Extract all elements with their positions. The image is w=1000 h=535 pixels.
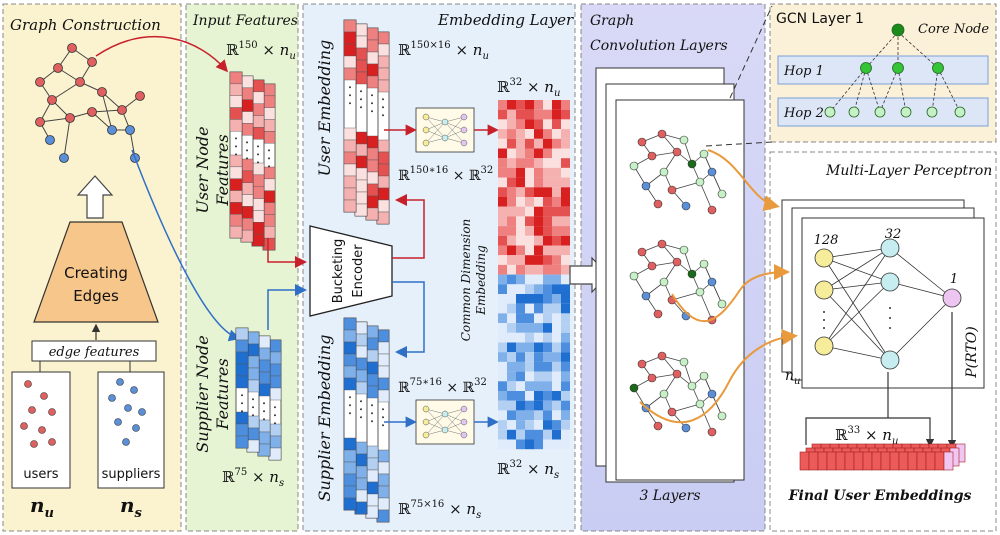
svg-text:Features: Features (213, 134, 232, 206)
user-embedding-dim: ℝ150×16 × nu (398, 40, 489, 62)
user-embedding-label: User Embedding (315, 40, 334, 177)
title-graph-convolution-2: Convolution Layers (590, 38, 728, 54)
hop2-label: Hop 2 (783, 106, 824, 121)
encoder-to-user-emb-arrow (392, 194, 425, 259)
user-projection-net (415, 107, 475, 153)
supplier-to-encoder-arrow (267, 284, 307, 330)
title-graph-construction: Graph Construction (10, 16, 161, 34)
final-dim: ℝ33 × nu (835, 425, 898, 447)
encoder-to-supplier-emb-arrow (392, 281, 425, 358)
edge-features-box (31, 340, 157, 362)
orange-arrow-2 (671, 264, 790, 323)
user-to-encoder-arrow (267, 238, 307, 268)
supplier-projection-dim: ℝ75∗16 × ℝ32 (398, 377, 487, 396)
final-user-embeddings (799, 443, 966, 471)
up-arrow-icon (76, 175, 114, 219)
user-feature-stack (229, 71, 276, 251)
gcn-layers-label: 3 Layers (639, 488, 700, 504)
supplier-feature-stack (235, 327, 282, 461)
hop1-label: Hop 1 (783, 64, 824, 79)
mlp-128: 128 (814, 233, 839, 248)
mlp-network (814, 238, 962, 370)
red-curve-arrow (95, 35, 228, 73)
suppliers-label: suppliers (102, 467, 161, 482)
user-projection-dim: ℝ150∗16 × ℝ32 (398, 165, 493, 184)
title-mlp: Multi-Layer Perceptron (825, 163, 992, 179)
common-u-dim: ℝ32 × nu (497, 77, 560, 99)
title-gcn-layer: GCN Layer 1 (776, 11, 864, 27)
mlp-1: 1 (950, 272, 958, 287)
title-graph-convolution-1: Graph (590, 13, 634, 29)
bucketing-encoder-label: Bucketing Encoder (331, 239, 366, 304)
core-node-label: Core Node (918, 22, 989, 37)
n-u-label: nu (30, 493, 54, 521)
svg-text:Bucketing: Bucketing (331, 239, 346, 304)
common-embedding-heatmap (498, 100, 570, 450)
user-embedding-stack (343, 19, 390, 225)
edge-features-label: edge features (49, 345, 140, 360)
svg-text:Common Dimension: Common Dimension (459, 219, 473, 342)
mlp-n-u: nu (785, 368, 800, 387)
hop1-band (777, 55, 989, 85)
mlp-output-label: P(RTO) (964, 326, 980, 378)
orange-arrow-1 (707, 149, 780, 212)
svg-text:Features: Features (213, 358, 232, 430)
constructed-graph-nodes (35, 43, 145, 163)
hop-tree (829, 31, 961, 113)
svg-text:Embedding: Embedding (474, 245, 488, 316)
supplier-embedding-dim: ℝ75×16 × ns (398, 499, 481, 521)
bucketing-encoder-block (309, 225, 393, 317)
blue-curve-arrow (131, 149, 241, 342)
svg-text:Supplier Node: Supplier Node (193, 335, 212, 453)
orange-arrow-3 (639, 329, 798, 424)
core-node (891, 23, 905, 37)
final-user-embeddings-label: Final User Embeddings (788, 488, 972, 504)
creating-edges-line-1: Creating (64, 264, 128, 282)
supplier-dots (108, 378, 146, 446)
common-s-dim: ℝ32 × ns (497, 459, 559, 481)
creating-edges-line-2: Edges (73, 287, 119, 305)
supplier-input-dim: ℝ75 × ns (222, 467, 284, 489)
supplier-embedding-stack (343, 317, 390, 523)
title-embedding-layer: Embedding Layer (437, 11, 574, 29)
svg-text:Encoder: Encoder (351, 244, 366, 298)
title-input-features: Input Features (192, 13, 298, 29)
user-input-dim: ℝ150 × nu (226, 40, 296, 62)
user-dots (20, 380, 56, 448)
svg-text:User Node: User Node (193, 126, 212, 213)
users-label: users (23, 467, 58, 482)
user-node-features-label: User Node Features (193, 126, 232, 213)
mlp-to-final-brackets (805, 312, 957, 449)
mlp-32: 32 (885, 227, 902, 242)
n-s-label: ns (120, 493, 143, 521)
supplier-embedding-label: Supplier Embedding (315, 335, 334, 502)
supplier-projection-net (415, 399, 475, 445)
supplier-node-features-label: Supplier Node Features (193, 335, 232, 453)
hop-tree-nodes (824, 23, 966, 118)
creating-edges-block (33, 221, 159, 323)
common-dimension-label: Common Dimension Embedding (459, 219, 488, 342)
